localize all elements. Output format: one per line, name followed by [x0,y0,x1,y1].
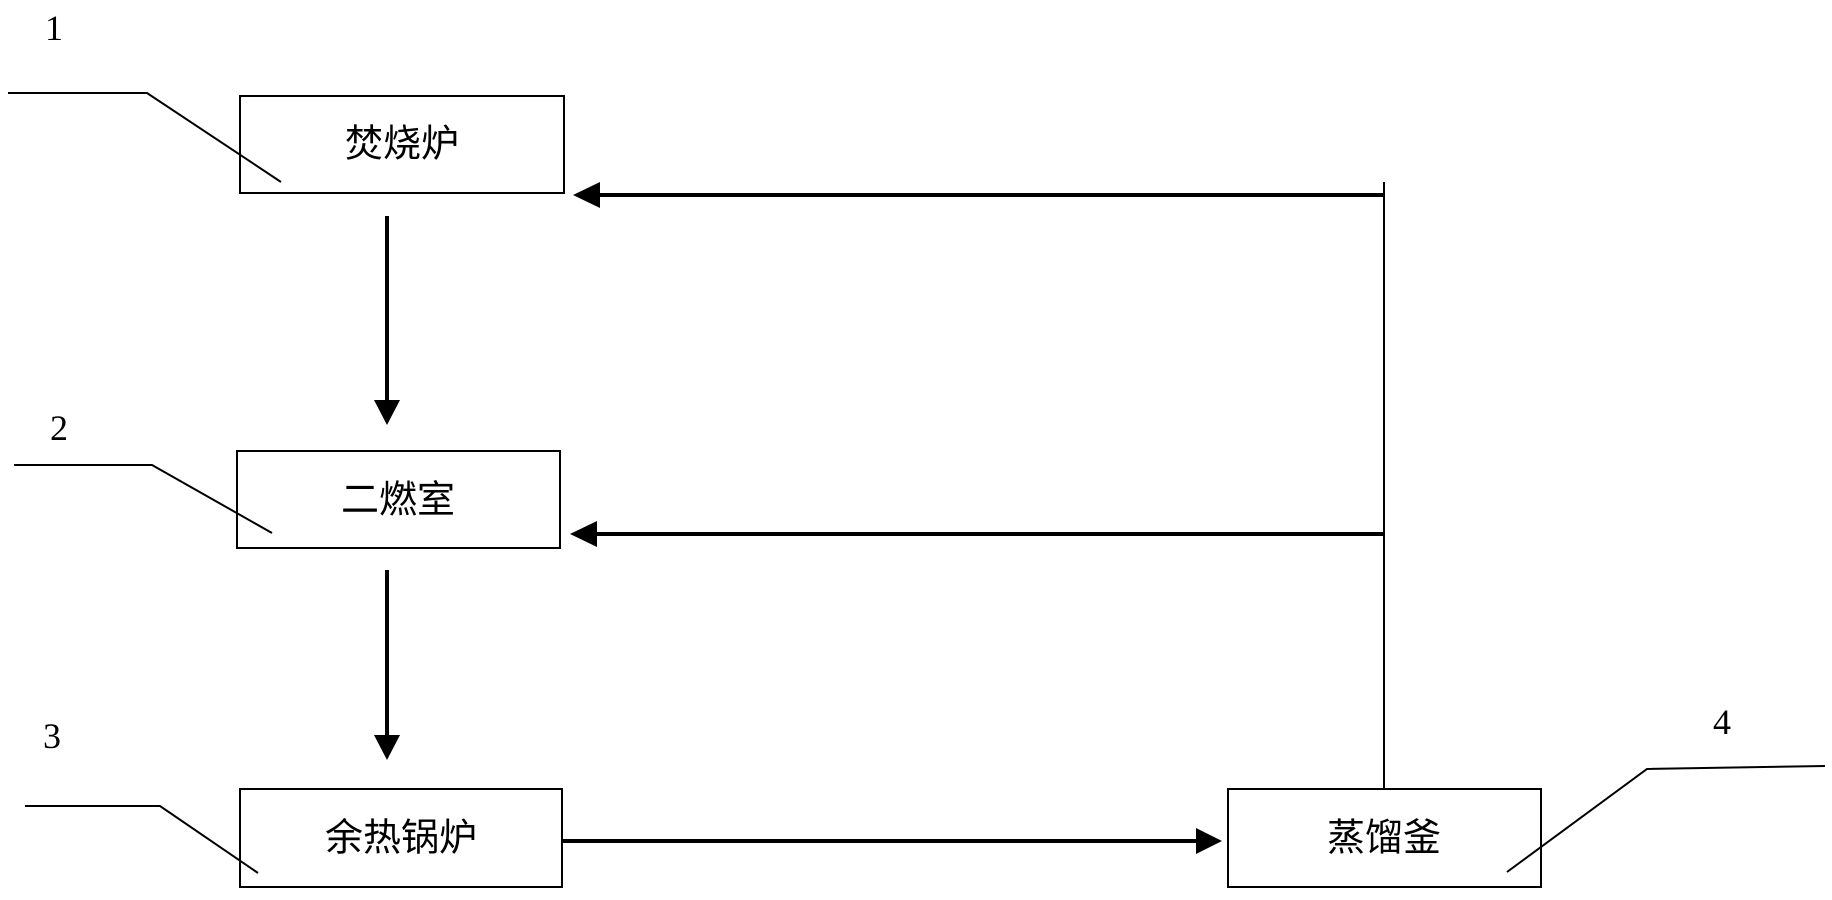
waste-heat-boiler-label: 余热锅炉 [325,816,477,860]
node-secondary-chamber: 二燃室 [236,450,561,549]
distillation-still-box [1227,788,1542,888]
arrow-boiler-to-distillation-still [563,828,1222,854]
callout-number-4: 4 [1713,702,1731,742]
arrow-still-to-incinerator [573,182,1384,208]
secondary-chamber-box [236,450,561,549]
incinerator-box [239,95,565,194]
arrow-incinerator-to-secondary-chamber [374,216,400,425]
callout-number-3: 3 [43,716,61,756]
incinerator-label: 焚烧炉 [345,122,459,166]
distillation-still-label: 蒸馏釜 [1327,816,1441,860]
callout-leader-4 [1506,765,1826,873]
waste-heat-boiler-box [239,788,563,888]
node-waste-heat-boiler: 余热锅炉 [239,788,563,888]
callout-leader-3 [25,805,259,874]
callout-number-1: 1 [45,8,63,48]
node-distillation-still: 蒸馏釜 [1227,788,1542,888]
arrow-still-to-secondary-chamber [570,521,1384,547]
node-incinerator: 焚烧炉 [239,95,565,194]
arrow-secondary-chamber-to-boiler [374,570,400,760]
callout-number-2: 2 [50,408,68,448]
callout-leader-2 [14,464,273,534]
secondary-chamber-label: 二燃室 [341,478,455,522]
callout-leader-1 [8,92,282,183]
